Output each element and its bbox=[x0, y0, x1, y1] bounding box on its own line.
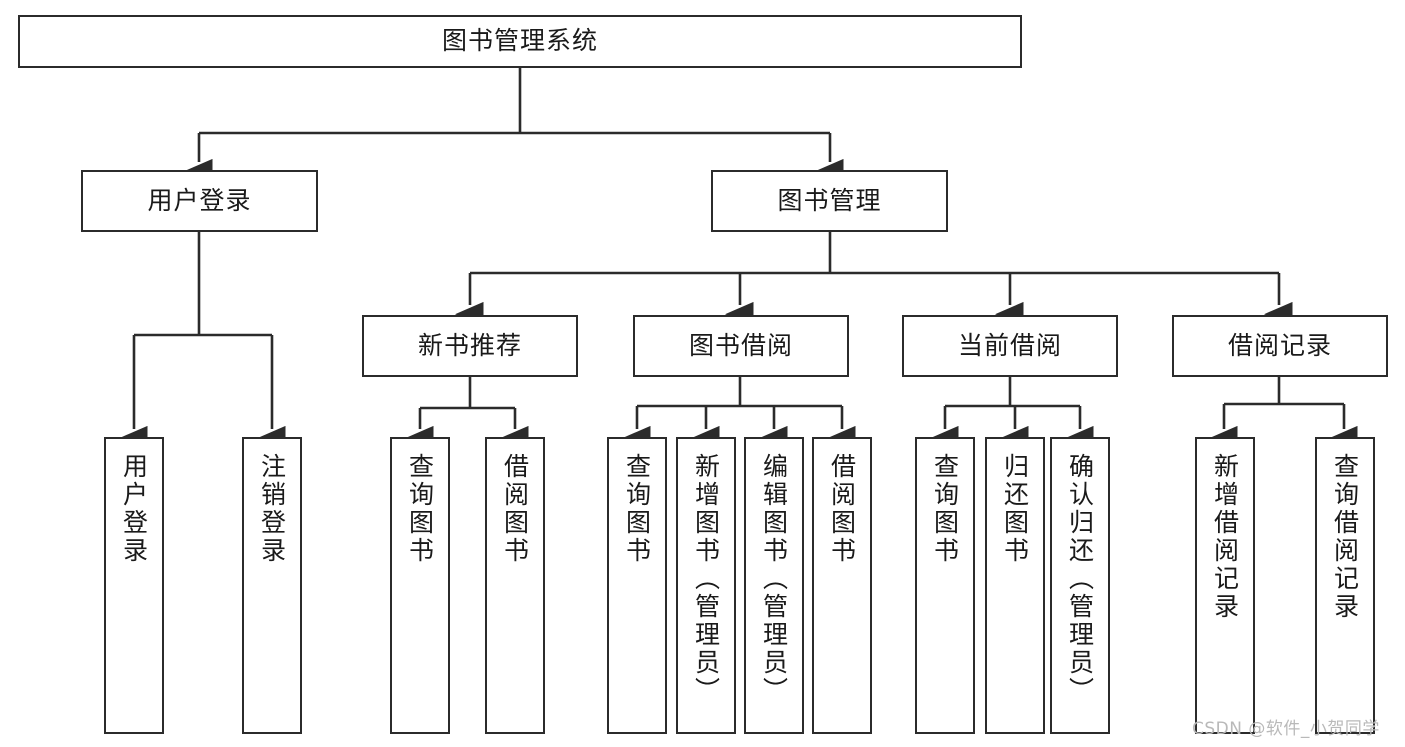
node-label: 注销登录 bbox=[257, 453, 287, 565]
node-leaf-confirm-return[interactable]: 确认归还（管理员） bbox=[1050, 437, 1110, 734]
node-label: 确认归还（管理员） bbox=[1065, 453, 1095, 705]
node-user-login[interactable]: 用户登录 bbox=[81, 170, 318, 232]
node-label: 图书借阅 bbox=[688, 330, 793, 360]
node-leaf-query-book-1[interactable]: 查询图书 bbox=[390, 437, 450, 734]
node-leaf-add-book[interactable]: 新增图书（管理员） bbox=[676, 437, 736, 734]
watermark-text: CSDN @软件_小贺同学 bbox=[1192, 719, 1380, 739]
node-label: 新增借阅记录 bbox=[1210, 453, 1240, 621]
node-leaf-borrow-book-1[interactable]: 借阅图书 bbox=[485, 437, 545, 734]
node-label: 新增图书（管理员） bbox=[691, 453, 721, 705]
node-label: 归还图书 bbox=[1000, 453, 1030, 565]
node-label: 编辑图书（管理员） bbox=[759, 453, 789, 705]
node-label: 用户登录 bbox=[119, 453, 149, 565]
node-label: 查询图书 bbox=[622, 453, 652, 565]
node-label: 图书管理系统 bbox=[441, 26, 598, 56]
node-book-management[interactable]: 图书管理 bbox=[711, 170, 948, 232]
node-leaf-logout-login[interactable]: 注销登录 bbox=[242, 437, 302, 734]
node-root-system[interactable]: 图书管理系统 bbox=[18, 15, 1022, 68]
node-label: 查询图书 bbox=[405, 453, 435, 565]
node-label: 当前借阅 bbox=[957, 330, 1062, 360]
node-leaf-query-book-3[interactable]: 查询图书 bbox=[915, 437, 975, 734]
node-label: 查询借阅记录 bbox=[1330, 453, 1360, 621]
node-label: 新书推荐 bbox=[417, 330, 522, 360]
node-label: 用户登录 bbox=[147, 185, 252, 215]
node-label: 图书管理 bbox=[777, 185, 882, 215]
node-leaf-return-book[interactable]: 归还图书 bbox=[985, 437, 1045, 734]
csdn-watermark: CSDN @软件_小贺同学 bbox=[1192, 714, 1380, 739]
node-leaf-user-login[interactable]: 用户登录 bbox=[104, 437, 164, 734]
node-book-borrow[interactable]: 图书借阅 bbox=[633, 315, 849, 377]
node-leaf-query-borrow-record[interactable]: 查询借阅记录 bbox=[1315, 437, 1375, 734]
node-new-book-recommend[interactable]: 新书推荐 bbox=[362, 315, 578, 377]
node-leaf-query-book-2[interactable]: 查询图书 bbox=[607, 437, 667, 734]
node-label: 借阅记录 bbox=[1227, 330, 1332, 360]
node-leaf-edit-book[interactable]: 编辑图书（管理员） bbox=[744, 437, 804, 734]
node-leaf-borrow-book-2[interactable]: 借阅图书 bbox=[812, 437, 872, 734]
node-label: 查询图书 bbox=[930, 453, 960, 565]
node-current-borrow[interactable]: 当前借阅 bbox=[902, 315, 1118, 377]
node-borrow-record[interactable]: 借阅记录 bbox=[1172, 315, 1388, 377]
node-label: 借阅图书 bbox=[500, 453, 530, 565]
node-label: 借阅图书 bbox=[827, 453, 857, 565]
node-leaf-add-borrow-record[interactable]: 新增借阅记录 bbox=[1195, 437, 1255, 734]
